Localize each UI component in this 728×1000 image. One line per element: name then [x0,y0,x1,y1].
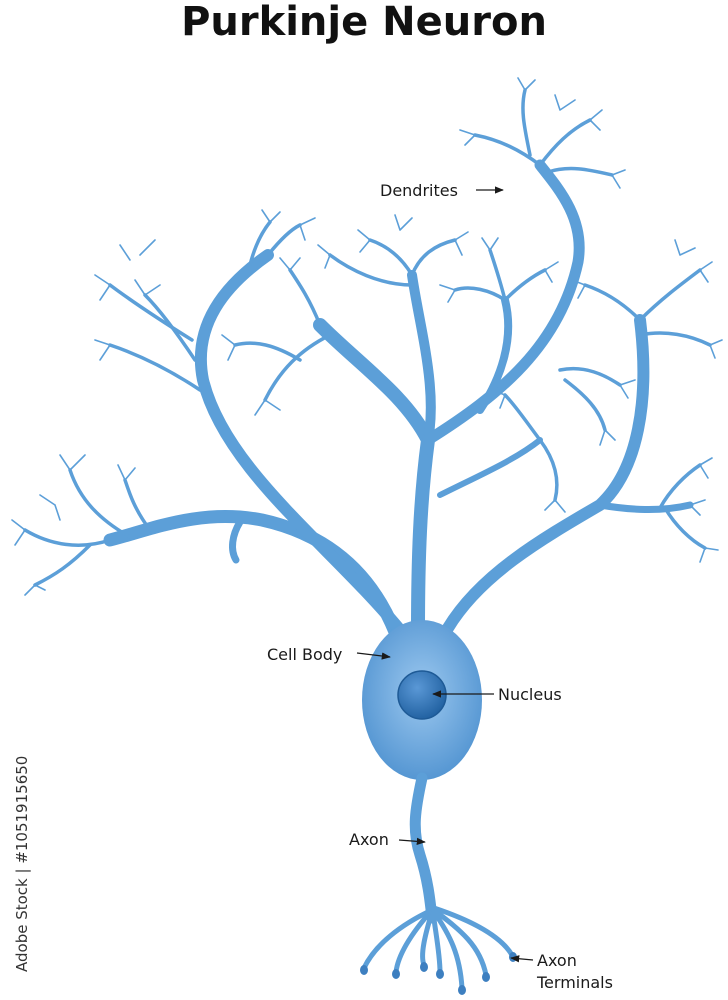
cell-body-label: Cell Body [267,645,342,664]
axon-terminals-label-line2: Terminals [536,973,613,992]
stock-watermark-text: Adobe Stock | #1051915650 [13,755,31,972]
diagram-title: Purkinje Neuron [181,0,547,45]
axon-terminals-callout: Axon Terminals [510,951,613,992]
dendrite-trunk-left [103,510,402,639]
axon-callout: Axon [349,830,426,849]
axon-label: Axon [349,830,389,849]
dendrite-trunk-upper-left [194,249,406,636]
dendrites-callout: Dendrites [380,181,504,200]
dendrites-label: Dendrites [380,181,458,200]
nucleus [397,670,447,720]
dendrite-branch-low-center [437,437,543,498]
dendrite-trunk-center-upper [407,270,436,455]
dendrite-spur [229,518,244,564]
cell-body-callout: Cell Body [267,645,391,664]
axon [409,772,438,924]
nucleus-callout: Nucleus [432,685,562,704]
axon-terminal-knobs [360,952,517,995]
axon-terminals-label-line1: Axon [537,951,577,970]
dendritic-tree [11,77,723,639]
dendrite-trunk-right-mid [476,296,513,414]
dendrite-trunk-right-lower [596,501,694,513]
nucleus-label: Nucleus [498,685,562,704]
